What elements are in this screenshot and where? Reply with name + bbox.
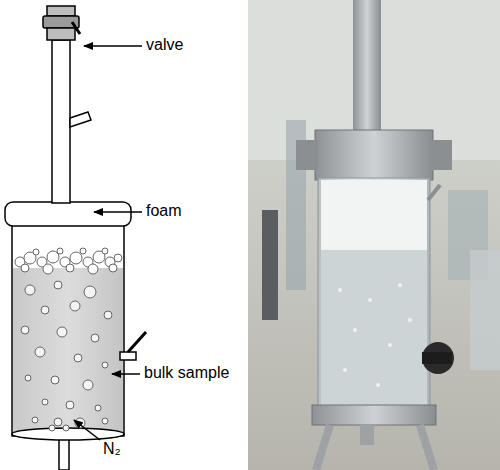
gas-label: N₂ [103,440,121,458]
part-label: bulk sample [144,364,229,382]
part-label: foam [146,202,182,220]
part-label: valve [146,36,183,54]
